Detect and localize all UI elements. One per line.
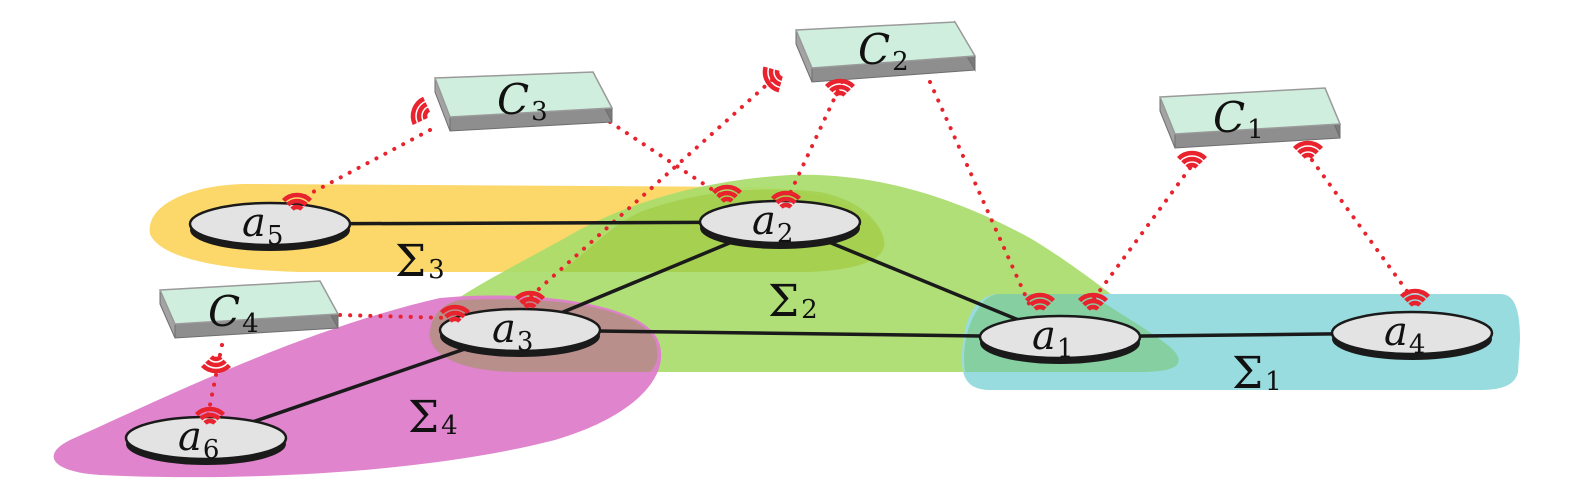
controller-label-c3: C3	[497, 75, 548, 127]
controller-c2: C2	[794, 20, 977, 83]
controller-c1: C1	[1158, 87, 1342, 149]
signal-icon	[200, 355, 232, 374]
controller-label-c2: C2	[858, 25, 909, 77]
link-a3-a1	[518, 328, 1062, 339]
controller-label-c4: C4	[208, 287, 259, 339]
signal-icon	[514, 290, 546, 309]
signal-icon	[1077, 292, 1109, 311]
link-a5-a2	[268, 220, 782, 226]
wireless-link-c1-a1	[1088, 166, 1192, 306]
wireless-link-c2-a1	[928, 80, 1032, 308]
region-sigma-1-label: Σ1	[1232, 348, 1282, 399]
node-a4: a4	[1330, 309, 1494, 360]
node-a2: a2	[698, 198, 862, 249]
node-label-a1: a1	[1032, 313, 1073, 364]
signal-icon	[824, 78, 856, 97]
signal-icon	[439, 304, 471, 323]
signal-icon	[1024, 292, 1056, 311]
signal-icon	[194, 406, 226, 425]
node-label-a6: a6	[178, 414, 219, 465]
region-sigma-2-label: Σ2	[768, 276, 818, 327]
node-disc	[978, 314, 1142, 360]
signal-icon	[1292, 140, 1324, 159]
wireless-link-c2-a2	[784, 80, 844, 204]
controller-top-face	[1158, 87, 1342, 135]
wireless-link-c2-a3	[518, 78, 774, 308]
node-layer: a1 a2 a3 a4 a5 a6	[124, 198, 1494, 465]
node-label-a3: a3	[492, 306, 533, 357]
node-a6: a6	[124, 414, 288, 465]
wireless-link-c1-a4	[1310, 158, 1414, 300]
node-label-a5: a5	[242, 200, 283, 251]
controller-label-c1: C1	[1213, 93, 1264, 145]
node-label-a4: a4	[1384, 309, 1425, 360]
wireless-link-c4-a3	[338, 313, 452, 320]
node-a5: a5	[188, 200, 352, 251]
signal-icon	[281, 192, 313, 211]
controller-top-face	[794, 21, 977, 69]
node-label-a2: a2	[752, 198, 793, 249]
region-sigma-4-label: Σ4	[408, 392, 458, 443]
node-disc	[188, 201, 352, 247]
controller-top-face	[433, 71, 614, 118]
controller-c3: C3	[433, 71, 614, 132]
signal-layer	[194, 66, 1431, 425]
region-sigma-3-label: Σ3	[395, 236, 445, 287]
node-disc	[1330, 310, 1494, 356]
signal-icon	[410, 96, 431, 125]
signal-icon	[1399, 288, 1431, 307]
node-a3: a3	[438, 306, 602, 357]
signal-icon	[762, 66, 784, 93]
controller-c4: C4	[158, 280, 340, 339]
node-disc	[438, 307, 602, 353]
node-a1: a1	[978, 313, 1142, 364]
wireless-link-c3-a2	[608, 120, 724, 198]
controller-top-face	[158, 280, 340, 325]
signal-icon	[711, 184, 743, 203]
signal-icon	[770, 190, 802, 209]
wireless-link-layer	[206, 78, 1414, 417]
signal-icon	[1176, 150, 1208, 169]
